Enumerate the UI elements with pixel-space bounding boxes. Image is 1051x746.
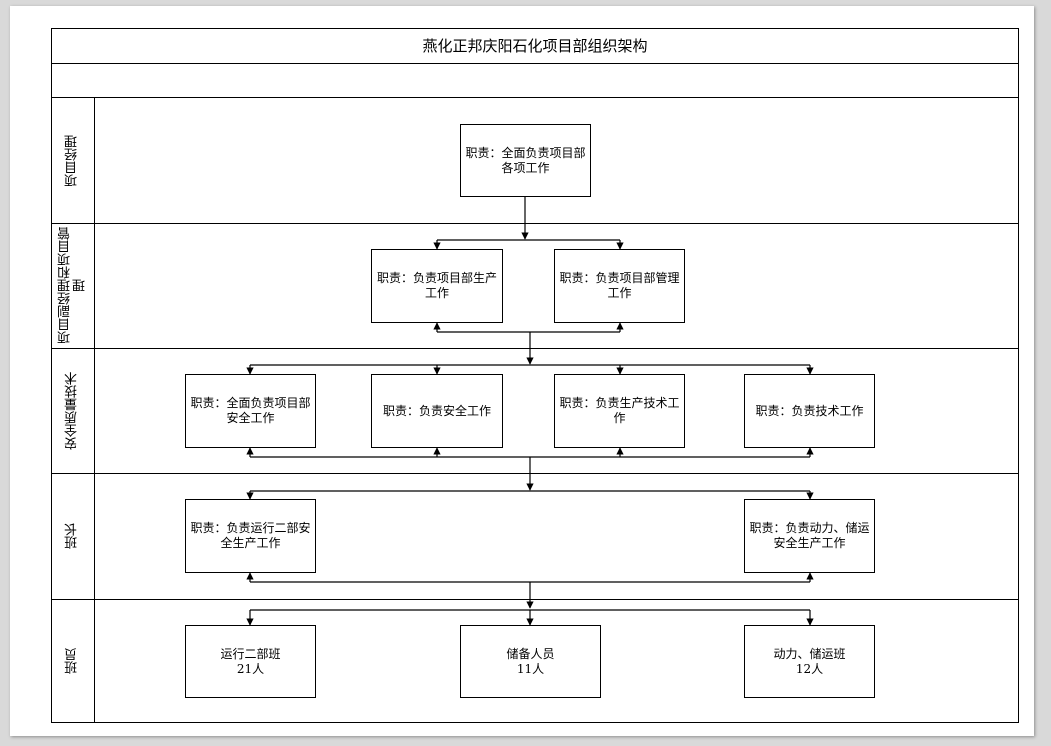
box-leader-run2: 职责：负责运行二部安全生产工作 (185, 499, 316, 573)
lane-safety-quality-tech: 安全质量技术 (51, 348, 1019, 474)
team-reserve-name: 储备人员 (506, 646, 555, 661)
lane-team-leader: 班长 (51, 473, 1019, 600)
lane-label-team-leader: 班长 (51, 473, 95, 599)
box-team-run2: 运行二部班 21人 (185, 625, 316, 698)
team-reserve-count: 11人 (516, 661, 545, 676)
box-tech: 职责：负责技术工作 (744, 374, 875, 448)
team-run2-name: 运行二部班 (220, 646, 281, 661)
box-team-power: 动力、储运班 12人 (744, 625, 875, 698)
box-project-manager: 职责：全面负责项目部各项工作 (460, 124, 591, 197)
box-deputy-production: 职责：负责项目部生产工作 (371, 249, 503, 323)
lane-label-project-manager: 项目经理 (51, 98, 95, 223)
team-run2-count: 21人 (236, 661, 265, 676)
box-safety: 职责：负责安全工作 (371, 374, 503, 448)
team-power-count: 12人 (795, 661, 824, 676)
box-production-tech: 职责：负责生产技术工作 (554, 374, 685, 448)
lane-label-safety-quality-tech: 安全质量技术 (51, 348, 95, 473)
chart-title-text: 燕化正邦庆阳石化项目部组织架构 (422, 37, 648, 55)
box-deputy-management: 职责：负责项目部管理工作 (554, 249, 685, 323)
lane-team-member: 班员 (51, 599, 1019, 723)
lane-label-team-member: 班员 (51, 599, 95, 723)
blank-row (51, 63, 1019, 98)
box-safety-overall: 职责：全面负责项目部安全工作 (185, 374, 316, 448)
lane-deputy-manager: 项目副经理和项目管理 (51, 223, 1019, 349)
org-chart-frame (51, 28, 1019, 723)
chart-title: 燕化正邦庆阳石化项目部组织架构 (51, 28, 1019, 64)
lane-label-deputy-manager: 项目副经理和项目管理 (51, 223, 95, 348)
lane-project-manager: 项目经理 (51, 98, 1019, 224)
team-power-name: 动力、储运班 (773, 646, 846, 661)
box-team-reserve: 储备人员 11人 (460, 625, 601, 698)
box-leader-power: 职责：负责动力、储运安全生产工作 (744, 499, 875, 573)
